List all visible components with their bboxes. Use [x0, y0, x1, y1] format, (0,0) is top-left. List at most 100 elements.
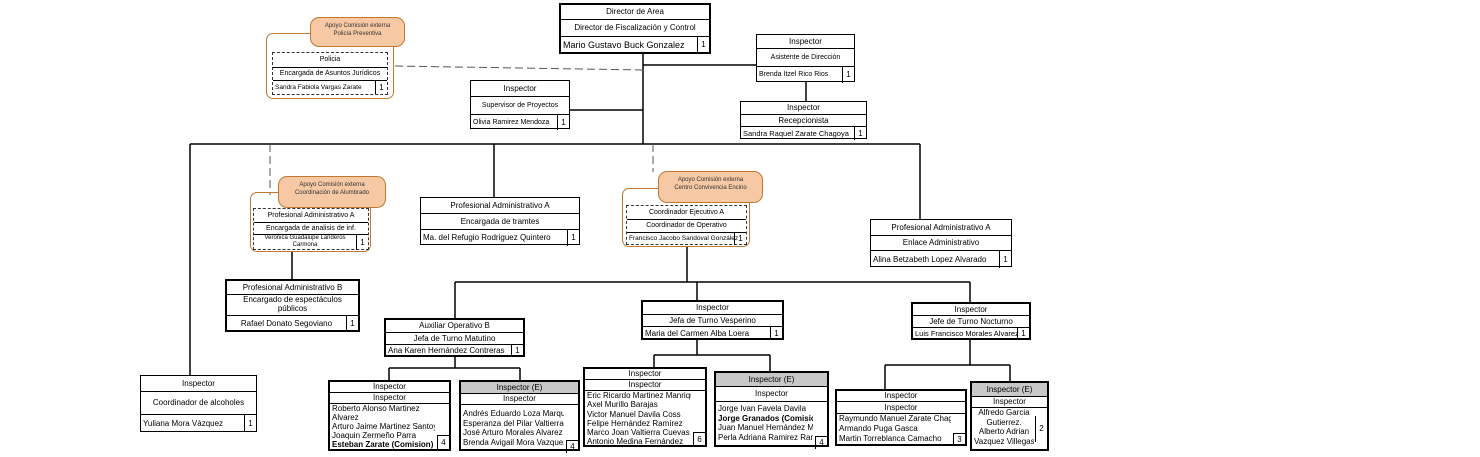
recepcion-title: Inspector — [741, 102, 866, 115]
matutino-name: Ana Karen Hernández Contreras — [388, 346, 505, 355]
team-count: 4 — [566, 440, 578, 453]
policia-badge-line1: Apoyo Comisión externa — [324, 23, 391, 29]
recepcion-count: 1 — [854, 127, 866, 140]
alumbrado-count: 1 — [356, 235, 368, 250]
recepcion-role: Recepcionista — [741, 115, 866, 127]
policia-badge-line2: Policía Preventiva — [333, 31, 382, 37]
list-item: Juan Manuel Hernández Magos — [718, 423, 813, 432]
enlace-title: Profesional Administrativo A — [871, 220, 1011, 236]
supervisor-title: Inspector — [471, 81, 569, 97]
list-item: Joaquin Zermeño Parra — [332, 431, 417, 440]
team-header: Inspector — [585, 369, 705, 380]
encino-title: Coordinador Ejecutivo A — [627, 206, 746, 220]
supervisor-box: Inspector Supervisor de Proyectos Olivia… — [470, 80, 570, 130]
asistente-name: Brenda Itzel Rico Rios — [759, 71, 829, 78]
recepcion-box: Inspector Recepcionista Sandra Raquel Za… — [740, 101, 867, 140]
tramites-title: Profesional Administrativo A — [421, 198, 579, 214]
list-item: Marco Joan Valtierra Cuevas — [587, 428, 690, 438]
encino-count: 1 — [734, 233, 746, 245]
alcoholes-box: Inspector Coordinador de alcoholes Yulia… — [140, 375, 257, 432]
policia-role: Encargada de Asuntos Jurídicos — [273, 68, 387, 81]
enlace-box: Profesional Administrativo A Enlace Admi… — [870, 219, 1012, 268]
supervisor-role: Supervisor de Proyectos — [471, 97, 569, 115]
list-item: Esperanza del Pilar Valtierra Patiño — [463, 418, 564, 428]
list-item: Jorge Granados (Comisión) — [718, 413, 813, 423]
list-item: Eric Ricardo Martinez Manriquez — [587, 391, 691, 400]
vespertino-count: 1 — [770, 327, 782, 340]
list-item: Felipe Hernández Ramírez — [587, 418, 683, 428]
list-item: Antonio Medina Fernández — [587, 437, 684, 447]
policia-box: Policia Encargada de Asuntos Jurídicos S… — [272, 52, 388, 95]
team-header: Inspector (E) — [716, 373, 827, 387]
team-count: 4 — [437, 435, 449, 450]
tramites-count: 1 — [567, 230, 579, 246]
policia-title: Policia — [273, 53, 387, 68]
policia-count: 1 — [375, 81, 387, 94]
espectaculos-count: 1 — [346, 316, 358, 331]
team-nocturno-b: Inspector (E) Inspector Alfredo Garcia G… — [970, 381, 1049, 451]
team-count: 3 — [953, 433, 965, 446]
nocturno-role: Jefe de Turno Nocturno — [913, 316, 1029, 328]
asistente-title: Inspector — [757, 35, 854, 49]
encino-badge-line1: Apoyo Comisión externa — [677, 177, 744, 183]
team-matutino-b: Inspector (E) Inspector Andrés Eduardo L… — [459, 380, 580, 453]
team-nocturno-a: Inspector Inspector Raymundo Manuel Zara… — [835, 389, 967, 446]
vespertino-name: Maria del Carmen Alba Loera — [645, 329, 750, 338]
director-role: Director de Fiscalización y Control — [561, 20, 709, 37]
enlace-role: Enlace Administrativo — [871, 236, 1011, 251]
enlace-count: 1 — [999, 251, 1011, 268]
alumbrado-title: Profesional Administrativo A — [254, 209, 368, 223]
alumbrado-role: Encargada de analisis de inf. — [254, 223, 368, 235]
team-subheader: Inspector — [585, 380, 705, 391]
encino-box: Coordinador Ejecutivo A Coordinador de O… — [626, 205, 747, 245]
supervisor-count: 1 — [557, 115, 569, 130]
tramites-role: Encargada de tramtes — [421, 214, 579, 230]
alcoholes-title: Inspector — [141, 376, 256, 392]
list-item: Perla Adriana Ramirez Ramirez — [718, 432, 813, 442]
list-item: Victor Manuel Davila Coss — [587, 409, 681, 419]
team-count: 6 — [693, 432, 705, 447]
team-subheader: Inspector — [330, 393, 449, 404]
list-item: Vazquez Villegas — [974, 436, 1034, 446]
list-item: Jorge Ivan Favela Davila — [718, 404, 807, 413]
list-item: Gutierrez. — [986, 417, 1022, 427]
list-item: Esteban Zarate (Comision) — [332, 440, 434, 449]
team-header: Inspector — [330, 382, 449, 393]
asistente-count: 1 — [842, 67, 854, 83]
team-count: 4 — [815, 436, 827, 449]
list-item: Alvarez — [332, 413, 359, 422]
espectaculos-box: Profesional Administrativo B Encargado d… — [225, 279, 360, 332]
espectaculos-name: Rafael Donato Segoviano — [240, 319, 333, 328]
encino-role: Coordinador de Operativo — [627, 220, 746, 233]
nocturno-box: Inspector Jefe de Turno Nocturno Luis Fr… — [911, 302, 1031, 340]
espectaculos-title: Profesional Administrativo B — [227, 281, 358, 295]
encino-name: Francisco Jacobo Sandoval González — [629, 235, 739, 242]
recepcion-name: Sandra Raquel Zarate Chagoya — [743, 129, 849, 138]
matutino-box: Auxiliar Operativo B Jefa de Turno Matut… — [384, 318, 525, 357]
team-vespertino-b: Inspector (E) Inspector Jorge Ivan Favel… — [714, 371, 829, 449]
director-name: Mario Gustavo Buck Gonzalez — [563, 40, 685, 50]
matutino-count: 1 — [511, 345, 523, 357]
list-item: Alfredo Garcia — [978, 408, 1030, 417]
team-subheader: Inspector — [461, 394, 578, 405]
list-item: José Arturo Morales Alvarez — [463, 428, 563, 437]
matutino-title: Auxiliar Operativo B — [386, 320, 523, 333]
list-item: Alberto Adrian — [978, 427, 1030, 436]
asistente-role: Asistente de Dirección — [757, 49, 854, 67]
nocturno-name: Luis Francisco Morales Alvarez — [915, 329, 1019, 338]
alumbrado-name: Veronica Guadalupe Landeros Carmona — [264, 235, 346, 248]
list-item: Andrés Eduardo Loza Marquez. — [463, 409, 564, 418]
team-header: Inspector (E) — [461, 382, 578, 394]
team-matutino-a: Inspector Inspector Roberto Alonso Marti… — [328, 380, 451, 451]
enlace-name: Alina Betzabeth Lopez Alvarado — [873, 255, 987, 264]
director-title: Director de Area — [561, 5, 709, 20]
nocturno-count: 1 — [1017, 328, 1029, 340]
team-header: Inspector — [837, 391, 965, 402]
team-count: 2 — [1035, 416, 1047, 442]
vespertino-box: Inspector Jefa de Turno Vesperino Maria … — [641, 300, 784, 340]
list-item: Armando Puga Gasca — [839, 424, 918, 433]
